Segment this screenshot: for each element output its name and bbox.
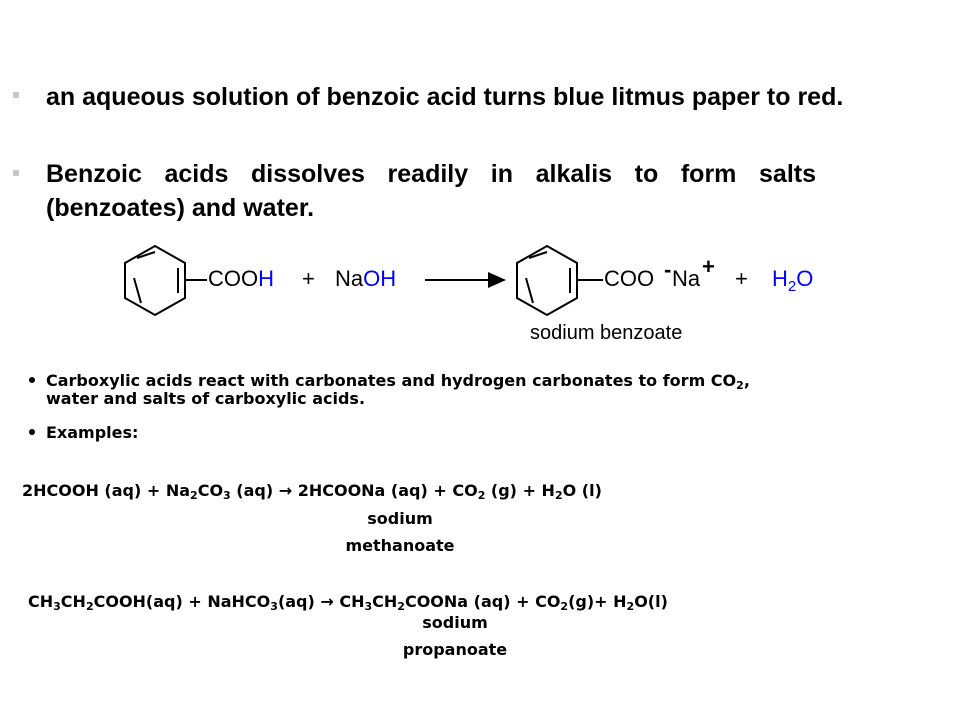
bullet-text-litmus: an aqueous solution of benzoic acid turn… [46,83,844,111]
naoh-reagent: NaOH [335,266,397,291]
benzene-ring-icon [124,244,186,317]
carbonates-text: Carboxylic acids react with carbonates a… [46,371,750,408]
salt-label-2: propanoate [402,640,508,659]
bullet-marker [29,429,35,435]
negative-charge: - [664,257,672,282]
equation-methanoic: 2HCOOH (aq) + Na2CO3 (aq) → 2HCOONa (aq)… [22,481,602,502]
water-product: H2O [772,266,814,295]
equation-propanoic: CH3CH2COOH(aq) + NaHCO3(aq) → CH3CH2COON… [28,592,668,613]
bullet-text-alkalis: Benzoic acids dissolves readily in alkal… [46,160,816,222]
product-carboxylate-group: COO [604,266,655,291]
bullet-marker [29,377,35,383]
salt-label-1: sodium [367,509,433,528]
reaction-scheme [124,244,603,317]
benzene-ring-icon [516,244,578,317]
bullet-marker [13,170,19,176]
salt-label-2: methanoate [345,536,455,555]
product-label: sodium benzoate [530,322,683,344]
sodium-ion: Na [672,266,701,291]
reaction-arrow-icon [425,272,506,288]
positive-charge: + [702,254,715,279]
salt-label-1: sodium [422,613,488,632]
bullet-marker [13,92,19,98]
reactant-carboxyl-group: COOH [208,266,275,291]
plus-sign: + [302,266,315,291]
plus-sign: + [735,266,748,291]
examples-heading: Examples: [46,423,139,442]
